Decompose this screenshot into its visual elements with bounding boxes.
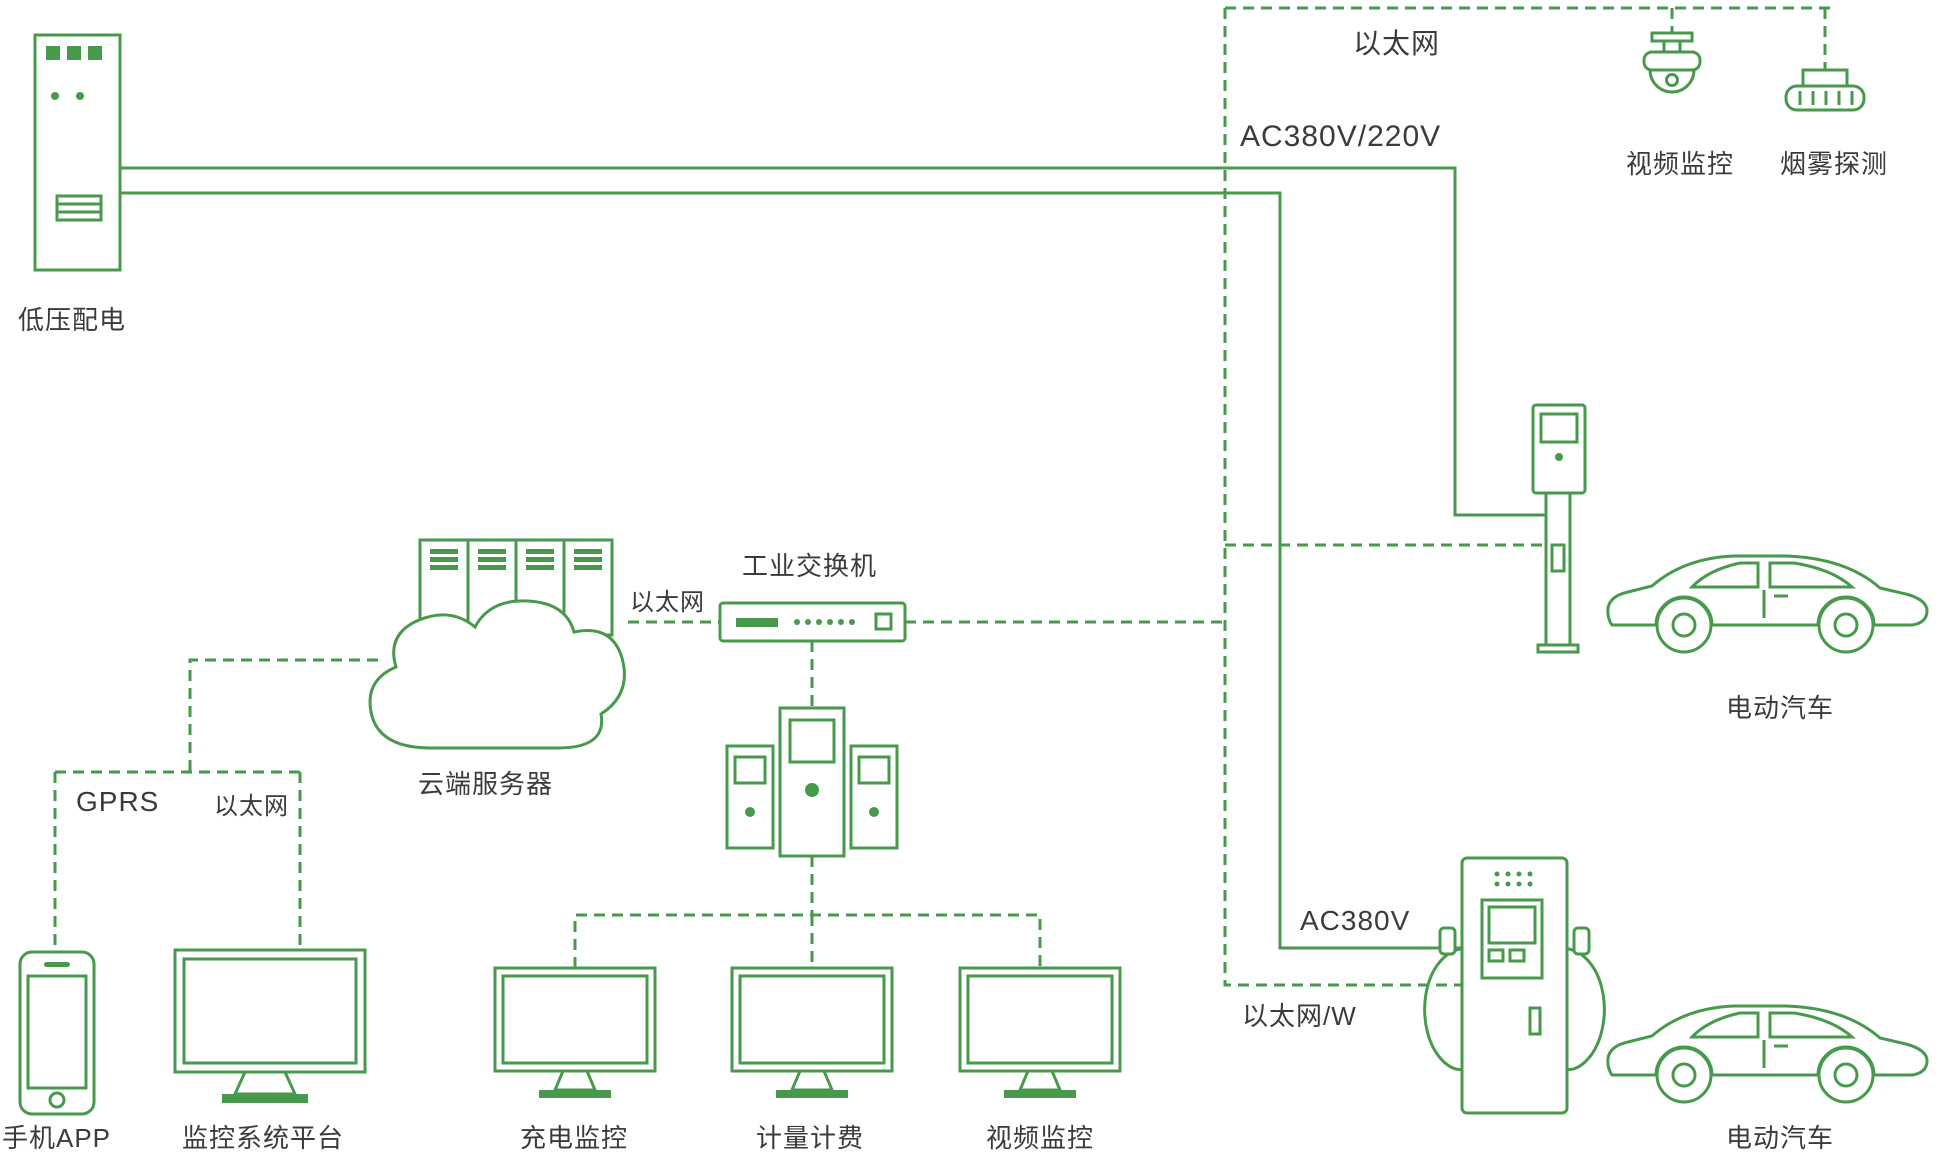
cloud-server-icon (368, 538, 626, 750)
monitoring-platform-label: 监控系统平台 (182, 1123, 345, 1153)
charging-monitor-icon (493, 966, 657, 1100)
gprs-label: GPRS (76, 786, 160, 817)
industrial-switch-icon (718, 601, 907, 643)
phone-icon (18, 950, 96, 1116)
platform-monitor-icon (173, 948, 367, 1103)
ac380v-220v-label: AC380V/220V (1240, 120, 1442, 153)
ac380v-label: AC380V (1300, 905, 1411, 936)
ac-charging-post-icon (1531, 403, 1587, 654)
ev-car-top-icon (1606, 554, 1929, 654)
phone-app-label: 手机APP (2, 1123, 112, 1153)
industrial-switch-label: 工业交换机 (742, 551, 878, 581)
charge-controller-group-icon (725, 706, 899, 858)
ethernet-top-label: 以太网 (1353, 28, 1441, 59)
ethernet-lines (53, 6, 1832, 987)
ev-car-bottom-icon (1606, 1004, 1929, 1104)
power-cabinet-icon (33, 33, 122, 272)
ev-top-label: 电动汽车 (1726, 693, 1835, 723)
smoke-detector-icon (1784, 68, 1866, 112)
ethernet-left-label: 以太网 (214, 793, 289, 820)
ev-bottom-label: 电动汽车 (1726, 1123, 1835, 1153)
cctv-camera-icon (1642, 31, 1702, 94)
ethernet-w-label: 以太网/W (1242, 1001, 1357, 1031)
metering-monitor-icon (730, 966, 894, 1100)
ethernet-mid-label: 以太网 (630, 589, 705, 616)
cloud-server-label: 云端服务器 (418, 769, 554, 799)
video-monitor-icon (958, 966, 1122, 1100)
smoke-detection-label: 烟雾探测 (1780, 149, 1889, 179)
dc-charger-icon (1423, 856, 1606, 1115)
metering-billing-label: 计量计费 (756, 1123, 865, 1153)
power-lines (120, 166, 1546, 950)
video-surveillance-top-label: 视频监控 (1626, 149, 1735, 179)
charging-monitor-label: 充电监控 (520, 1123, 629, 1153)
low-voltage-label: 低压配电 (18, 305, 127, 335)
video-monitor-bottom-label: 视频监控 (986, 1123, 1095, 1153)
